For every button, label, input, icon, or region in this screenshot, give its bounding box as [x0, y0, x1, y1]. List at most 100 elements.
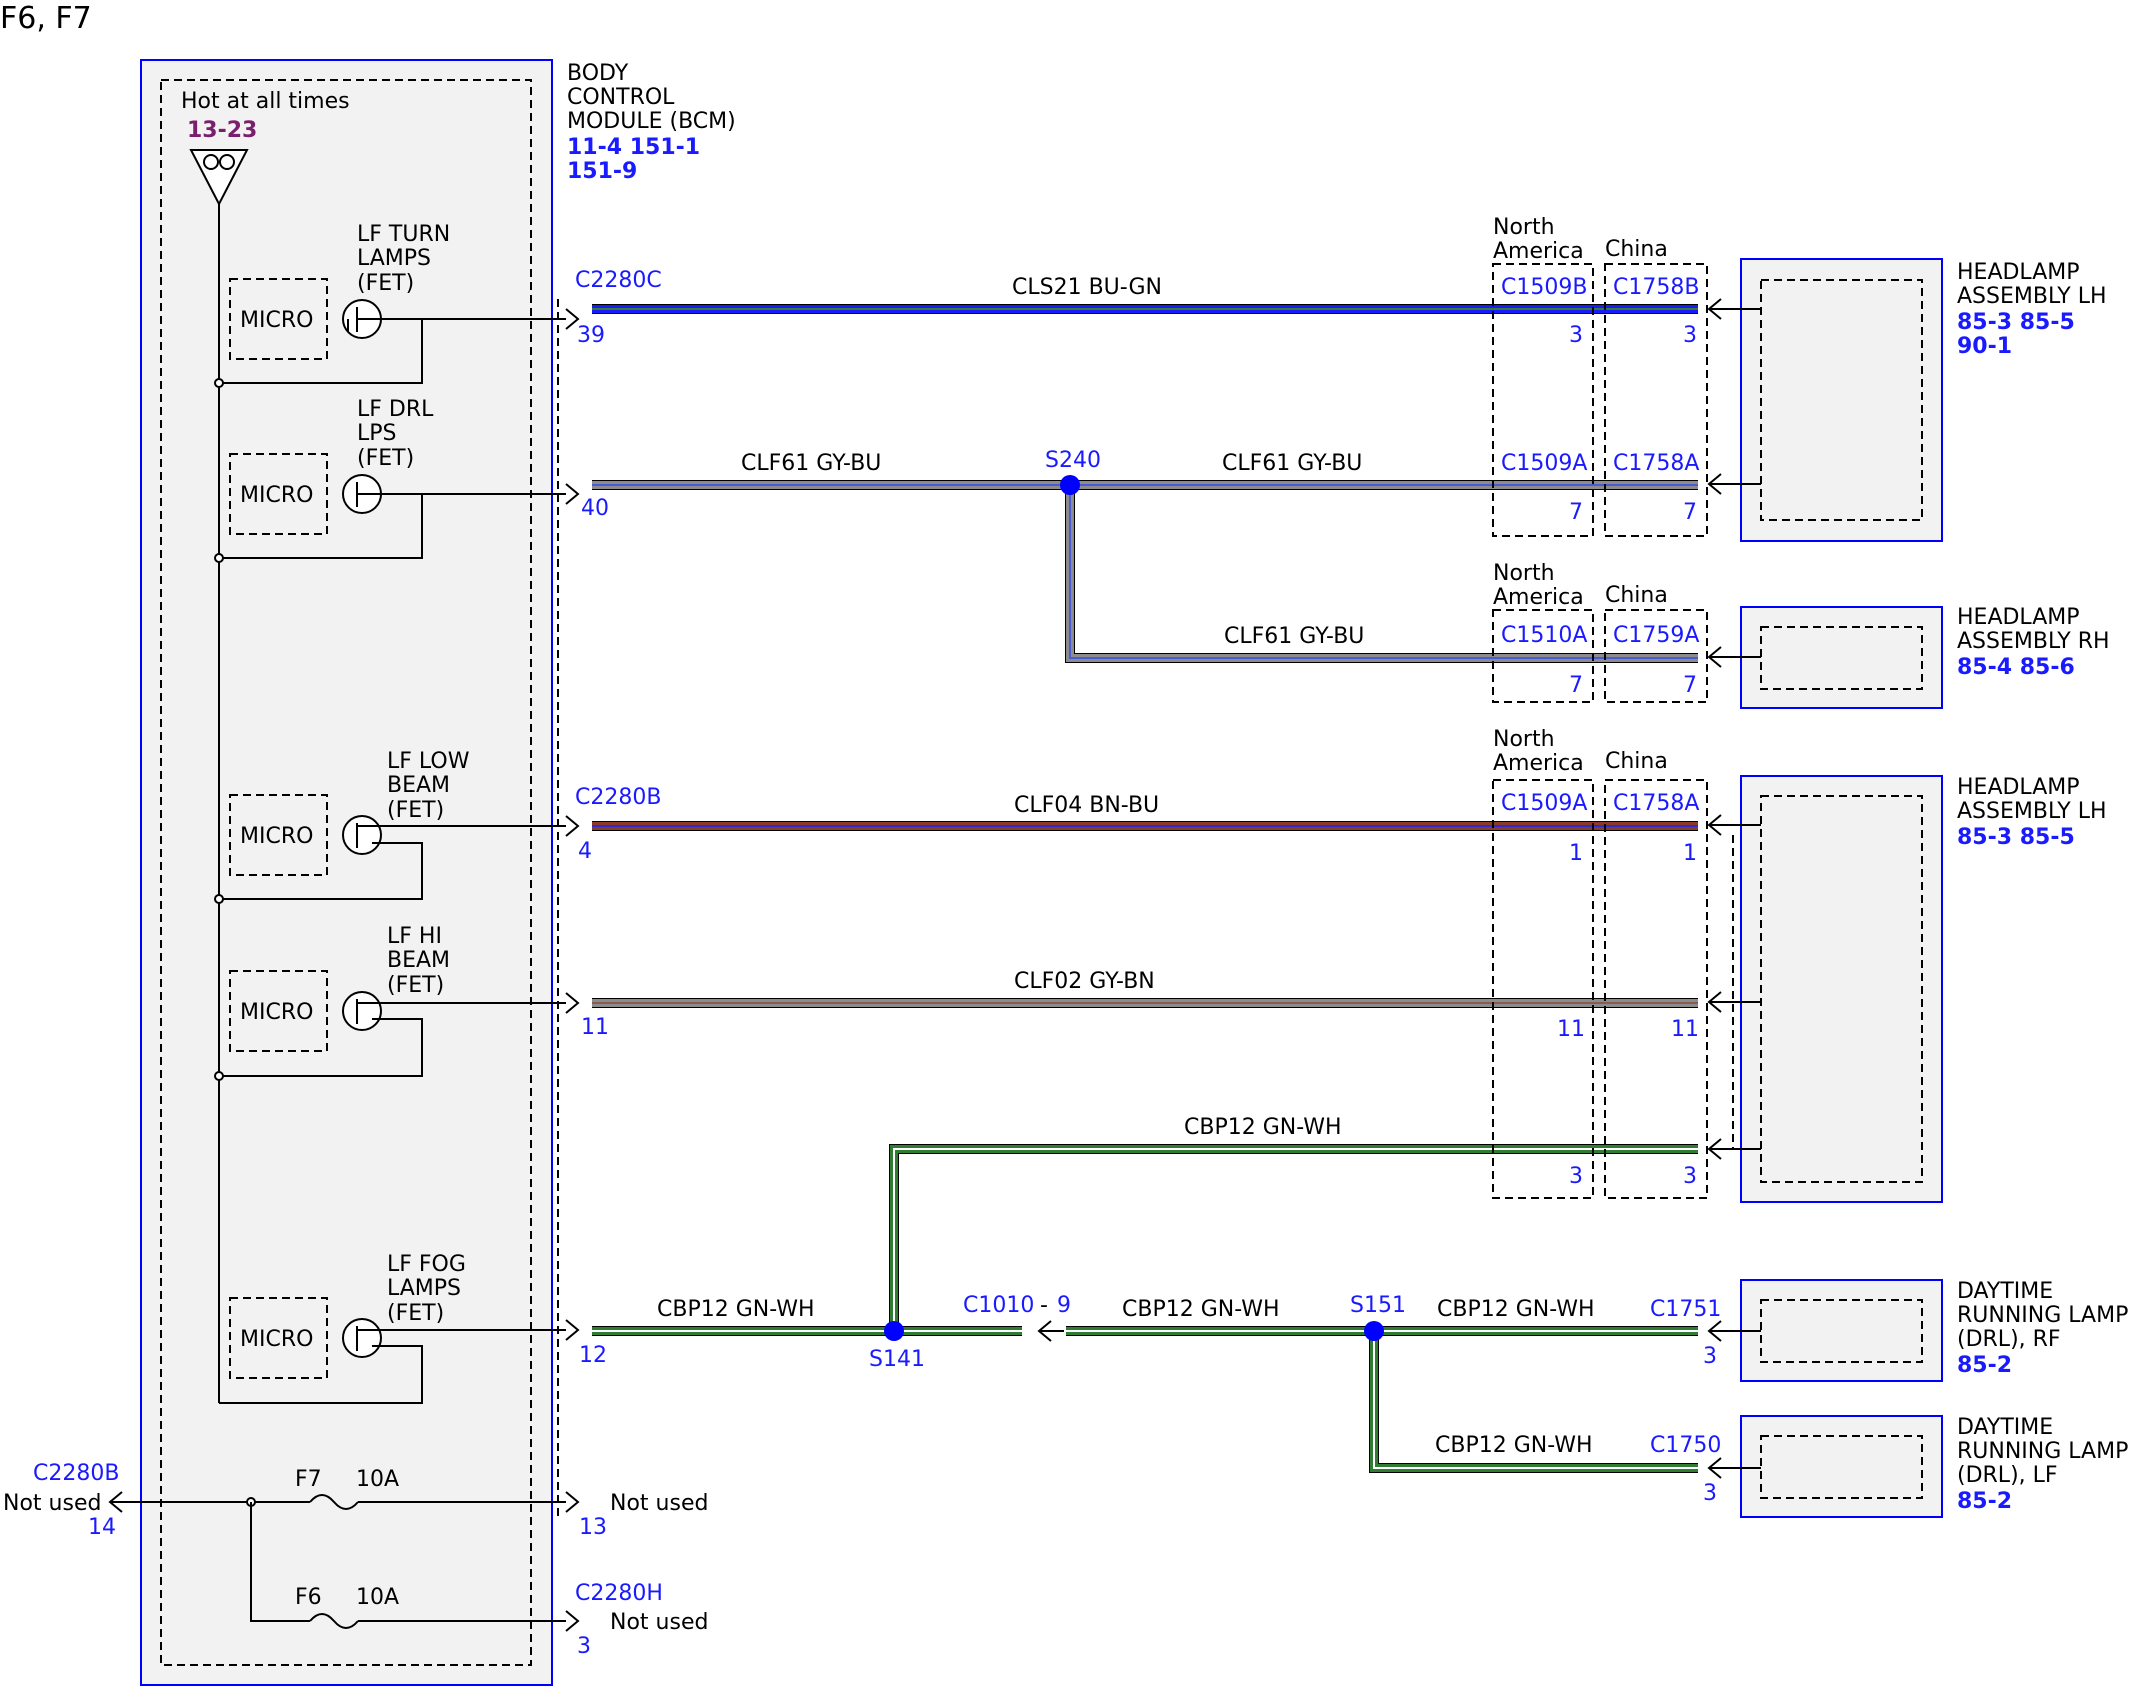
hot-ref[interactable]: 13-23	[187, 118, 257, 143]
fuse-f7: F7 10A	[110, 1467, 566, 1510]
connector-c1010-label: C1010	[963, 1293, 1034, 1318]
output-label: (FET)	[357, 271, 414, 296]
wire-cbp12-d	[1373, 1331, 1698, 1469]
fuse-f6: F6 10A	[250, 1502, 566, 1629]
headlamp-rh-refs-1[interactable]: 85-4 85-6	[1957, 655, 2075, 680]
pin-3-h: 3	[577, 1634, 591, 1659]
bcm-refs-line-2[interactable]: 151-9	[567, 159, 637, 184]
wire-label-clf04: CLF04 BN-BU	[1014, 793, 1159, 818]
headlamp-rh[interactable]	[1740, 606, 1943, 709]
fet-icon	[342, 991, 382, 1031]
pin-4: 4	[578, 839, 592, 864]
drl-rf-refs-1[interactable]: 85-2	[1957, 1353, 2012, 1378]
power-source-icon	[189, 149, 249, 207]
fet-icon	[342, 1318, 382, 1358]
pin-1-c1758a: 1	[1683, 841, 1697, 866]
micro-label: MICRO	[240, 1327, 313, 1352]
pin-3-c1758b: 3	[1683, 323, 1697, 348]
splice-s240[interactable]	[1060, 475, 1080, 495]
pin-7-c1510a: 7	[1569, 673, 1583, 698]
connector-c1750[interactable]: C1750	[1650, 1433, 1721, 1458]
connector-c1010-dash: -	[1040, 1293, 1048, 1318]
connector-c2280h[interactable]: C2280H	[575, 1581, 663, 1606]
connector-c1758b[interactable]: C1758B	[1613, 275, 1699, 300]
connector-c2280b-left[interactable]: C2280B	[33, 1461, 119, 1486]
headlamp-lh-top-line-2: ASSEMBLY LH	[1957, 284, 2107, 309]
connector-c1758a[interactable]: C1758A	[1613, 451, 1699, 476]
fet-stage-fog: MICRO LF FOG LAMPS (FET)	[219, 1252, 566, 1404]
wire-label-cbp12-e: CBP12 GN-WH	[1435, 1433, 1593, 1458]
output-label: (FET)	[387, 1301, 444, 1326]
connector-c1759a[interactable]: C1759A	[1613, 623, 1699, 648]
headlamp-lh-bottom[interactable]	[1740, 775, 1943, 1203]
fuse-rating: 10A	[356, 1467, 399, 1492]
pin-11-c1509a: 11	[1557, 1017, 1585, 1042]
wire-label-cbp12-b: CBP12 GN-WH	[657, 1297, 815, 1322]
headlamp-lh-bottom-line-2: ASSEMBLY LH	[1957, 799, 2107, 824]
micro-box	[229, 1297, 328, 1379]
pin-7-c1759a: 7	[1683, 673, 1697, 698]
micro-box	[229, 794, 328, 876]
splice-s151[interactable]	[1364, 1321, 1384, 1341]
splice-s141[interactable]	[884, 1321, 904, 1341]
drl-rf-line-1: DAYTIME	[1957, 1279, 2053, 1304]
output-label: (FET)	[387, 798, 444, 823]
region-china-1: China	[1605, 237, 1668, 262]
fuse-rating: 10A	[356, 1585, 399, 1610]
output-label: BEAM	[387, 948, 450, 973]
drl-lf-line-1: DAYTIME	[1957, 1415, 2053, 1440]
drl-rf[interactable]	[1740, 1279, 1943, 1382]
region-china-2: China	[1605, 583, 1668, 608]
fet-stage-turn: MICRO LF TURN LAMPS (FET)	[214, 222, 566, 388]
wire-label-clf61-c: CLF61 GY-BU	[1224, 624, 1364, 649]
output-label: LPS	[357, 421, 397, 446]
inline-na-bottom	[1492, 779, 1594, 1199]
component-pin-arrows	[1707, 298, 1761, 1479]
headlamp-lh-top-refs-1[interactable]: 85-3 85-5	[1957, 310, 2075, 335]
inline-na-top	[1492, 263, 1594, 537]
bcm-pin-arrows	[108, 308, 580, 1632]
headlamp-lh-top[interactable]	[1740, 258, 1943, 542]
output-label: LAMPS	[387, 1276, 461, 1301]
wire-clf61-b	[1069, 485, 1698, 659]
headlamp-lh-top-refs-2[interactable]: 90-1	[1957, 334, 2012, 359]
drl-lf[interactable]	[1740, 1415, 1943, 1518]
headlamp-lh-bottom-refs-1[interactable]: 85-3 85-5	[1957, 825, 2075, 850]
splice-s151-label: S151	[1350, 1293, 1406, 1318]
connector-c2280b[interactable]: C2280B	[575, 785, 661, 810]
fet-stage-low-beam: MICRO LF LOW BEAM (FET)	[214, 749, 566, 904]
headlamp-rh-line-1: HEADLAMP	[1957, 605, 2080, 630]
wire-label-cbp12-d: CBP12 GN-WH	[1437, 1297, 1595, 1322]
bcm-box	[140, 59, 553, 1686]
region-na-4: America	[1493, 585, 1584, 610]
pin-14: 14	[88, 1515, 116, 1540]
connector-c2280c[interactable]: C2280C	[575, 268, 662, 293]
region-na-6: America	[1493, 751, 1584, 776]
connector-c1758a-2[interactable]: C1758A	[1613, 791, 1699, 816]
output-label: (FET)	[357, 446, 414, 471]
drl-rf-line-3: (DRL), RF	[1957, 1327, 2061, 1352]
connector-c1751[interactable]: C1751	[1650, 1297, 1721, 1322]
pin-40: 40	[581, 496, 609, 521]
drl-lf-line-3: (DRL), LF	[1957, 1463, 2058, 1488]
connector-c1010-pin: 9	[1057, 1293, 1071, 1318]
connector-c1510a[interactable]: C1510A	[1501, 623, 1587, 648]
drl-lf-refs-1[interactable]: 85-2	[1957, 1489, 2012, 1514]
output-label: LF FOG	[387, 1252, 466, 1277]
fuse-icon	[309, 1613, 359, 1629]
bcm-name-line-1: BODY	[567, 61, 629, 86]
bcm-refs-line-1[interactable]: 11-4 151-1	[567, 135, 700, 160]
splice-s240-label: S240	[1045, 448, 1101, 473]
output-label: LF LOW	[387, 749, 470, 774]
pin-3-c1509a: 3	[1569, 1164, 1583, 1189]
connector-c1509a[interactable]: C1509A	[1501, 451, 1587, 476]
connector-c1509b[interactable]: C1509B	[1501, 275, 1587, 300]
output-label: LF HI	[387, 924, 442, 949]
connector-c1509a-2[interactable]: C1509A	[1501, 791, 1587, 816]
micro-label: MICRO	[240, 308, 313, 333]
micro-box	[229, 970, 328, 1052]
region-na-2: America	[1493, 239, 1584, 264]
connector-c1010[interactable]: C1010 - 9	[963, 1293, 1071, 1342]
drl-rf-line-2: RUNNING LAMP	[1957, 1303, 2128, 1328]
